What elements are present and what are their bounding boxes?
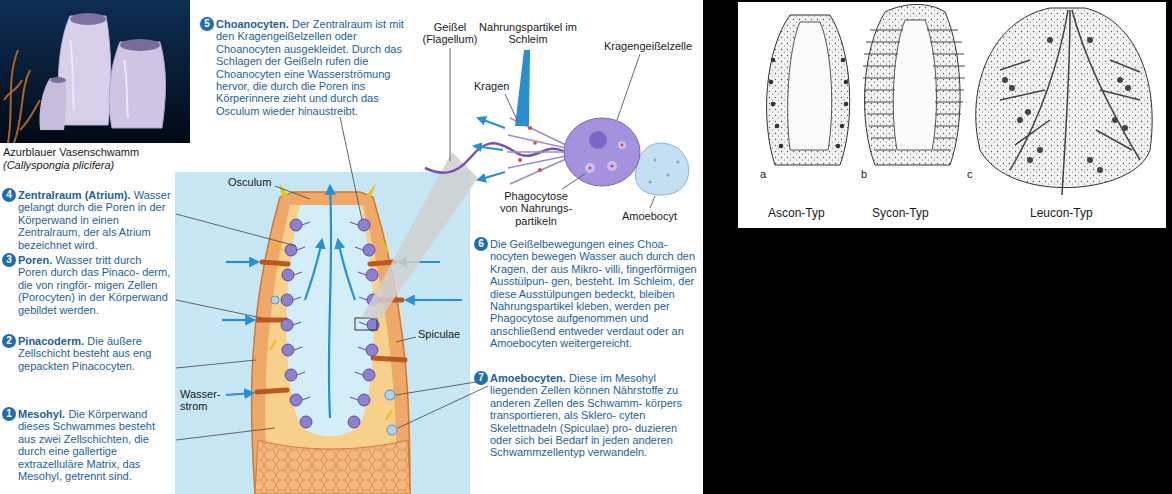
illustration-panel: OsculumSpiculaeWasser- strom [175,172,470,494]
part-label: Spiculae [418,328,460,340]
text-block: Pinacoderm.Die äußere Zellschicht besteh… [18,335,173,372]
section-body: Die Geißelbewegungen eines Choa- nocyten… [490,238,697,349]
caption-text: Azurblauer Vasenschwamm [3,146,139,158]
section-body: Diese im Mesohyl liegenden Zellen können… [490,372,682,458]
callout-number: 5 [200,17,214,31]
section-heading: Zentralraum (Atrium). [18,189,130,201]
callout-digit: 7 [478,372,484,383]
callout-digit: 3 [6,254,12,265]
part-label: Nahrungspartikel im Schleim [478,21,578,46]
text-block: Die Geißelbewegungen eines Choa- nocyten… [490,238,701,350]
callout-number: 1 [2,407,16,421]
text-block: Choanocyten.Der Zentralraum ist mit den … [216,18,421,117]
part-label: Phagocytose von Nahrungs- partikeln [498,190,574,227]
section-heading: Choanocyten. [216,18,289,30]
part-label: Kragengeißelzelle [604,40,692,52]
type-label: Leucon-Typ [1030,206,1093,220]
part-label: Amoebocyt [622,210,677,222]
figure-letter: a [760,168,766,181]
section-heading: Pinacoderm. [18,335,84,347]
part-label: Wasser- strom [180,388,224,413]
caption-text: (Callyspongia plicifera) [3,159,114,171]
text-block: Amoebocyten.Diese im Mesohyl liegenden Z… [490,372,701,459]
part-label: Kragen [474,80,509,92]
callout-digit: 2 [6,335,12,346]
section-body: Die Körperwand dieses Schwammes besteht … [18,408,155,482]
callout-number: 7 [474,371,488,385]
text-block: Poren.Wasser tritt durch Poren durch das… [18,254,173,316]
section-heading: Mesohyl. [18,408,65,420]
callout-number: 6 [474,237,488,251]
part-label: Osculum [228,176,271,188]
text-block: Mesohyl.Die Körperwand dieses Schwammes … [18,408,173,482]
figure-letter: c [967,168,973,181]
callout-digit: 6 [478,238,484,249]
section-heading: Poren. [18,254,52,266]
section-heading: Amoebocyten. [490,372,566,384]
callout-digit: 5 [204,18,210,29]
callout-number: 2 [2,334,16,348]
type-label: Sycon-Typ [872,206,929,220]
callout-digit: 4 [6,189,12,200]
callout-number: 4 [2,188,16,202]
figure-letter: b [861,168,867,181]
callout-number: 3 [2,253,16,267]
part-label: Geißel (Flagellum) [417,21,483,46]
section-body: Der Zentralraum ist mit den Kragengeißel… [216,18,404,117]
callout-digit: 1 [6,408,12,419]
type-label: Ascon-Typ [768,206,825,220]
text-block: Zentralraum (Atrium).Wasser gelangt durc… [18,189,173,251]
